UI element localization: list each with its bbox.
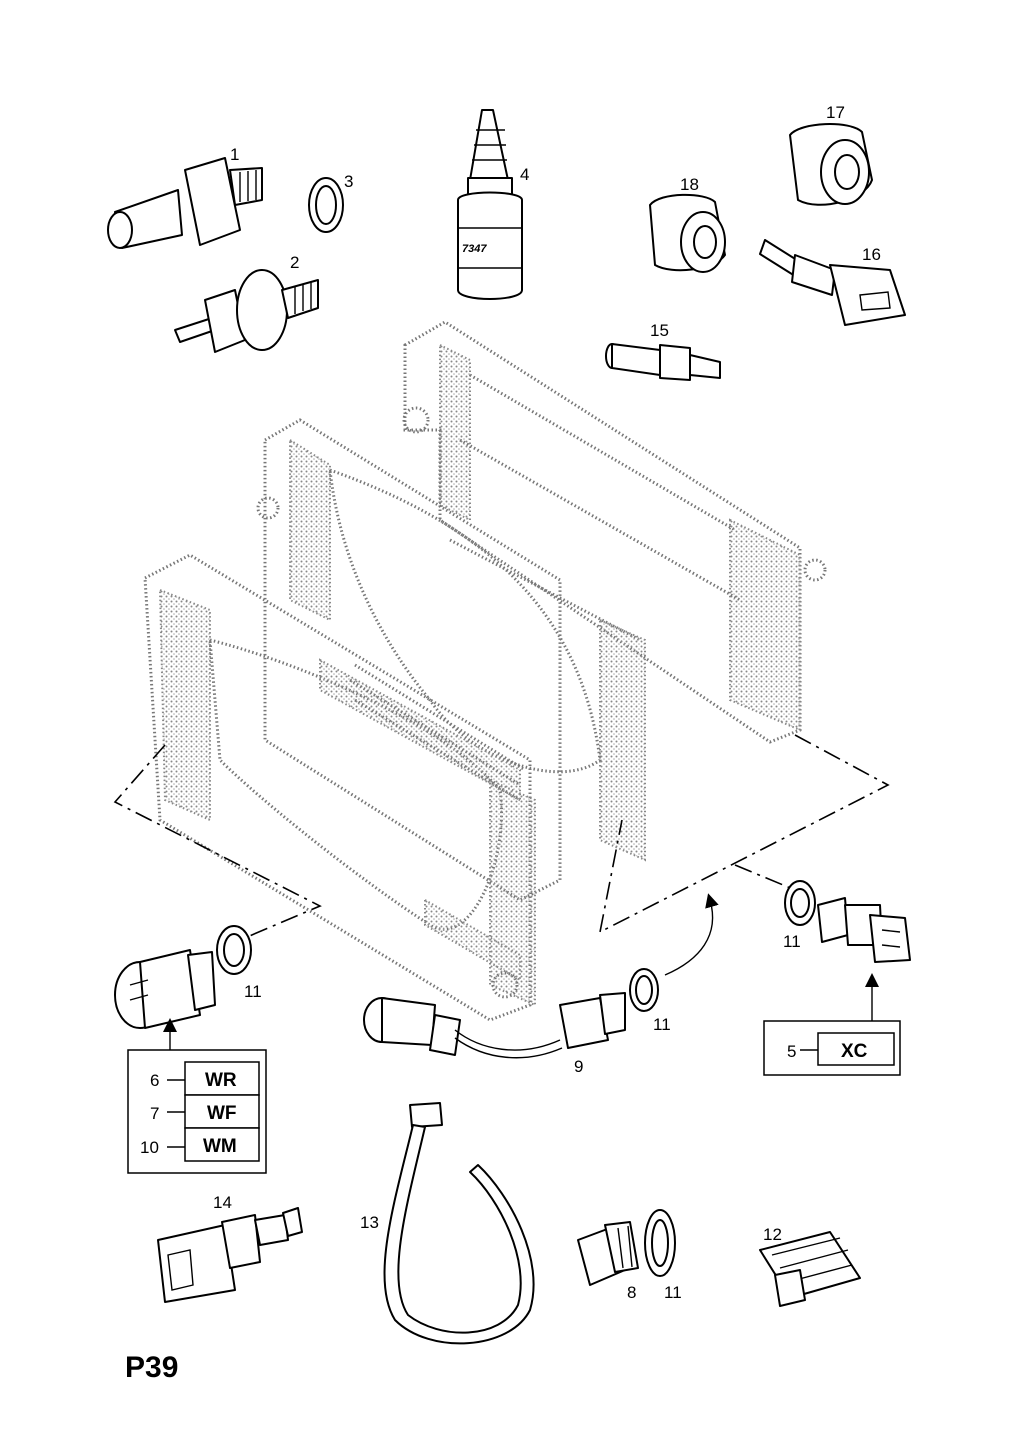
callout-8: 8 xyxy=(627,1283,636,1302)
part-rubber-bush-17 xyxy=(789,123,873,206)
page-id: P39 xyxy=(125,1351,178,1384)
callout-18: 18 xyxy=(680,175,699,194)
part-clip xyxy=(759,1231,861,1307)
callout-10: 10 xyxy=(140,1138,159,1157)
callout-1: 1 xyxy=(230,145,239,164)
radiator-assembly xyxy=(143,320,827,1022)
part-plug xyxy=(577,1221,639,1286)
part-sealant-bottle: 7347 xyxy=(457,109,523,300)
code-wf: WF xyxy=(207,1103,237,1124)
bottle-label: 7347 xyxy=(462,243,487,255)
part-oil-pressure-switch xyxy=(107,157,263,249)
callout-17: 17 xyxy=(826,103,845,122)
callout-3: 3 xyxy=(344,172,353,191)
callout-6: 6 xyxy=(150,1071,159,1090)
part-temperature-sender-15 xyxy=(605,343,721,381)
callout-13: 13 xyxy=(360,1213,379,1232)
part-coolant-temperature-switch-right xyxy=(817,897,911,963)
part-sealing-ring-11c xyxy=(784,880,816,926)
part-cable-tie xyxy=(383,1102,535,1345)
code-panel-right xyxy=(763,1020,901,1076)
part-sealing-ring-11a xyxy=(216,925,252,975)
part-temperature-sensor-16 xyxy=(759,239,906,326)
part-sealing-ring-11d xyxy=(644,1209,676,1277)
callout-5: 5 xyxy=(787,1042,796,1061)
code-wr: WR xyxy=(205,1070,237,1091)
code-panel-left xyxy=(127,1049,267,1174)
callout-11b: 11 xyxy=(653,1015,671,1034)
callout-15: 15 xyxy=(650,321,669,340)
part-temperature-sensor-14 xyxy=(157,1207,303,1303)
part-coolant-sensor-harness-9 xyxy=(363,992,626,1059)
callout-11a: 11 xyxy=(244,982,262,1001)
callout-9: 9 xyxy=(574,1057,583,1076)
part-coolant-temperature-switch-left xyxy=(114,949,216,1029)
code-wm: WM xyxy=(203,1136,237,1157)
callout-11c: 11 xyxy=(783,932,801,951)
callout-16: 16 xyxy=(862,245,881,264)
callout-11d: 11 xyxy=(664,1283,682,1302)
part-sealing-ring-3 xyxy=(308,177,344,233)
callout-12: 12 xyxy=(763,1225,782,1244)
callout-7: 7 xyxy=(150,1104,159,1123)
callout-4: 4 xyxy=(520,165,529,184)
code-xc: XC xyxy=(841,1041,868,1062)
part-rubber-bush-18 xyxy=(649,193,726,273)
part-sealing-ring-11b xyxy=(629,968,659,1012)
part-pressure-switch xyxy=(174,269,319,353)
callout-2: 2 xyxy=(290,253,299,272)
callout-14: 14 xyxy=(213,1193,232,1212)
